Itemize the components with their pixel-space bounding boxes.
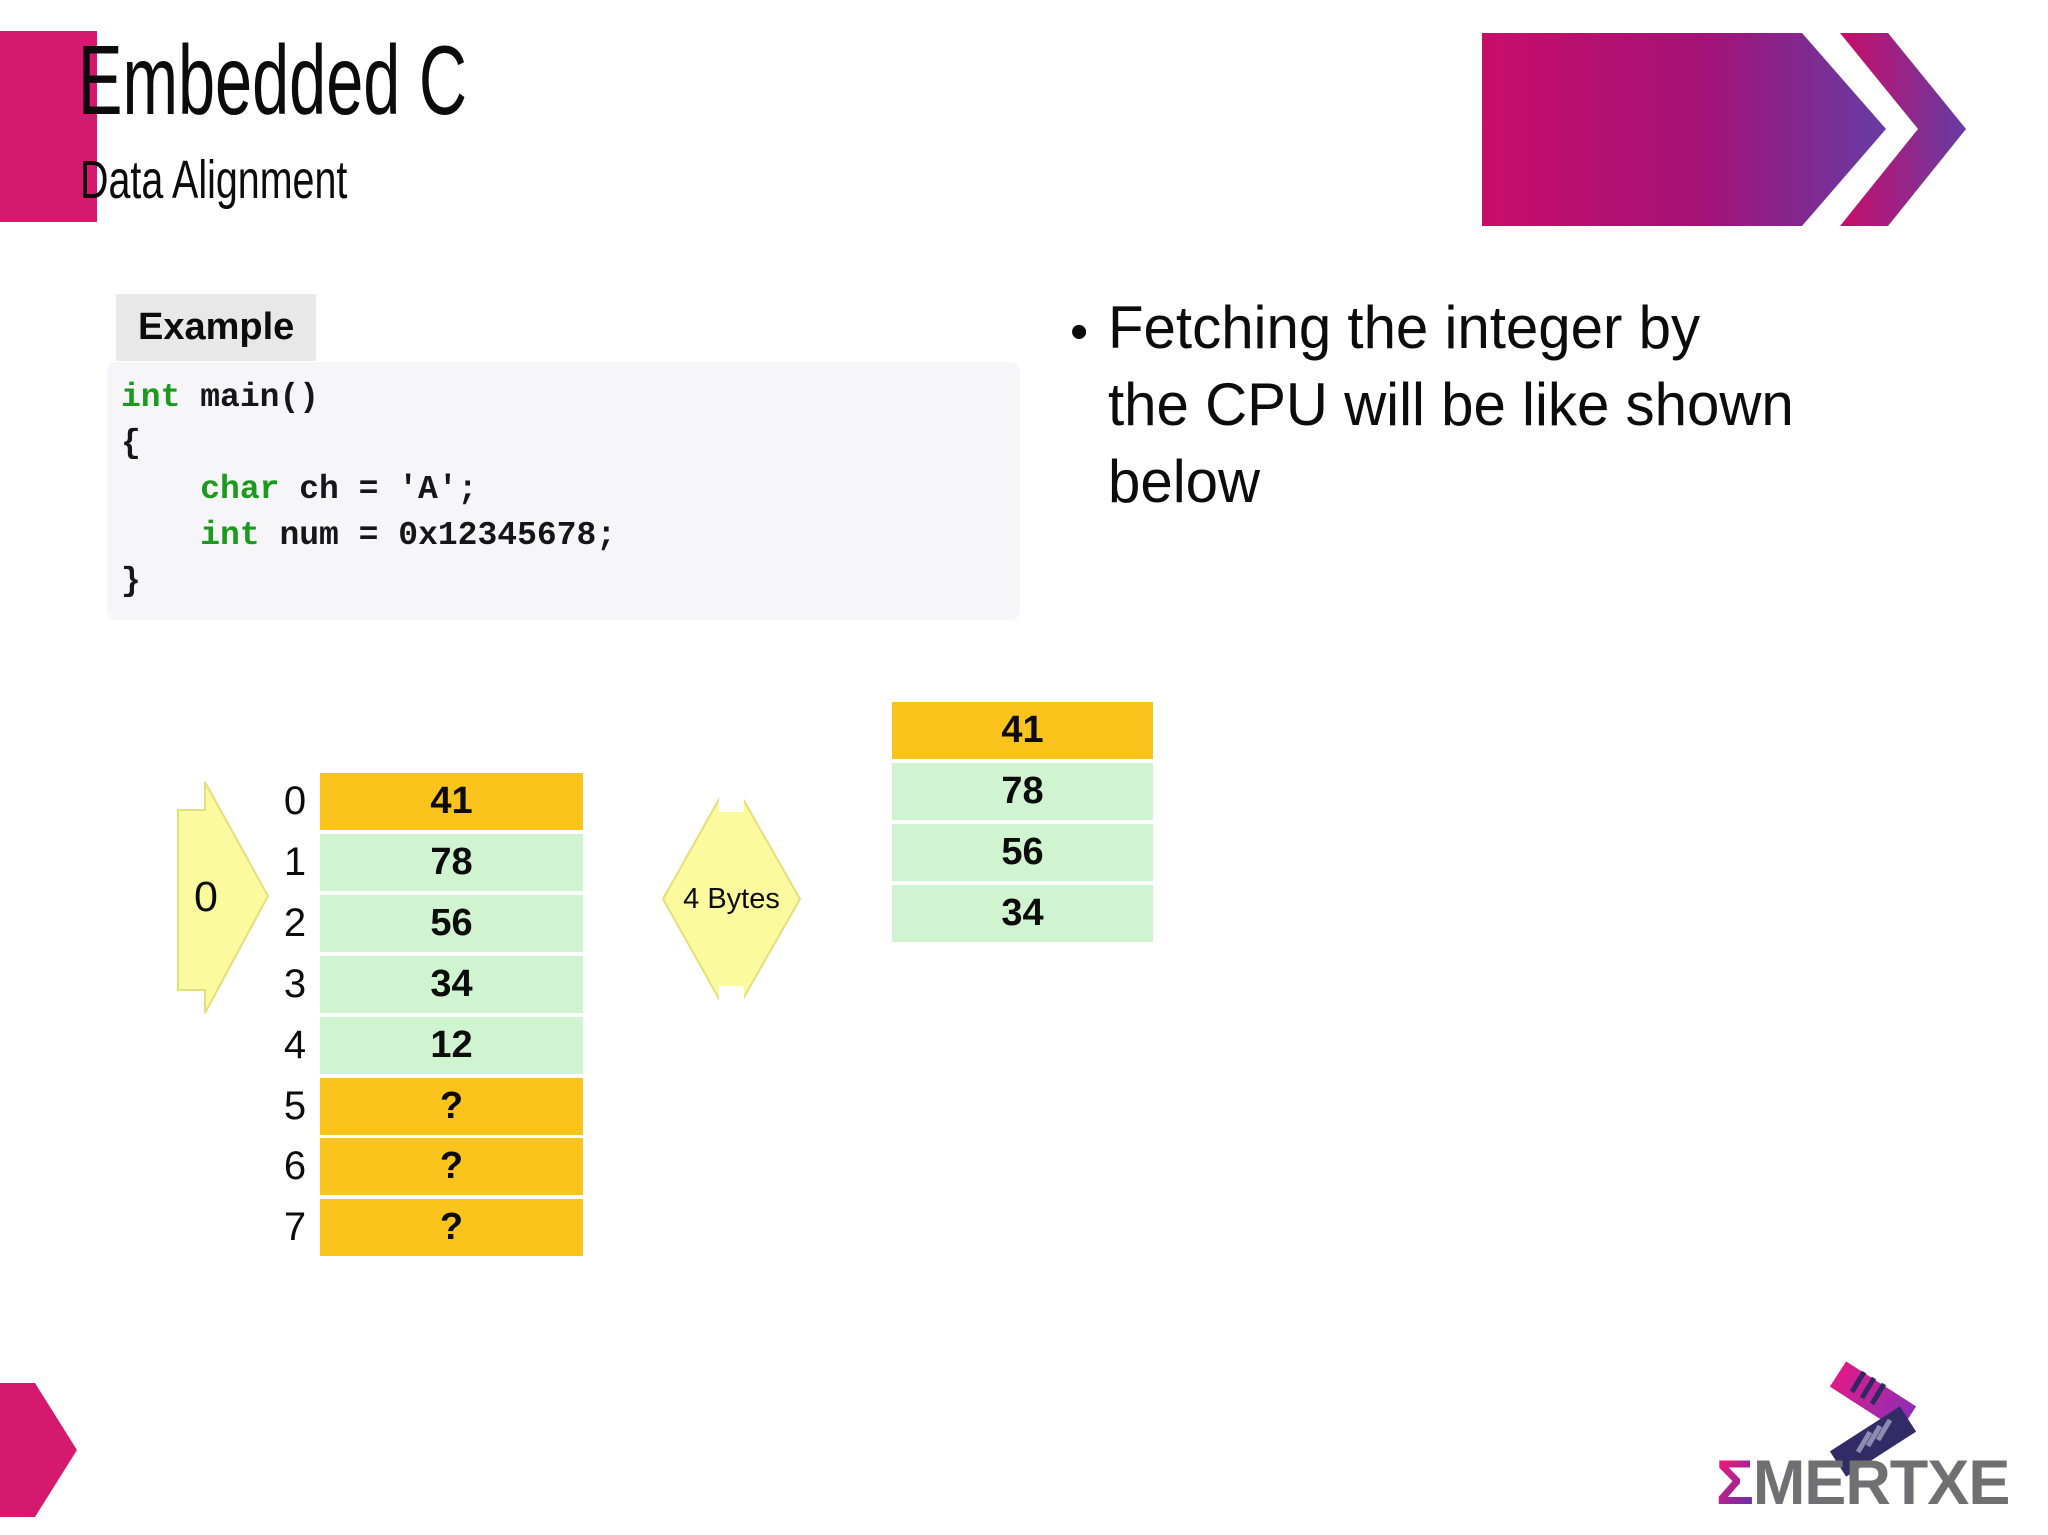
code-line: int main()	[121, 379, 320, 416]
fetched-byte-cell: 56	[892, 824, 1153, 881]
code-line: {	[121, 425, 141, 462]
code-keyword: int	[121, 379, 181, 416]
memory-address: 7	[283, 1205, 307, 1249]
bullet-text: Fetching the integer by the CPU will be …	[1108, 294, 1794, 515]
memory-address: 0	[283, 779, 307, 823]
code-keyword: int	[200, 517, 260, 554]
fetched-byte-cell: 78	[892, 763, 1153, 820]
bullet-marker: •	[1070, 303, 1089, 361]
code-line: int num = 0x12345678;	[200, 517, 617, 554]
page-subtitle: Data Alignment	[80, 150, 348, 210]
code-keyword: char	[200, 471, 280, 508]
code-block: int main() { char ch = 'A'; int num = 0x…	[107, 362, 1020, 620]
four-bytes-arrow-notch-bottom	[719, 986, 744, 1022]
four-bytes-arrow-notch-top	[719, 776, 744, 812]
memory-byte-cell: ?	[320, 1138, 583, 1195]
footer-accent-shape	[0, 1383, 77, 1517]
memory-byte-cell: 34	[320, 956, 583, 1013]
banner-chevron-shape	[1840, 33, 1966, 226]
memory-byte-cell: 78	[320, 834, 583, 891]
memory-address: 3	[283, 962, 307, 1006]
memory-address: 2	[283, 901, 307, 945]
memory-byte-cell: 56	[320, 895, 583, 952]
title-accent-bar	[0, 31, 97, 222]
memory-address: 6	[283, 1144, 307, 1188]
logo-name: MERTXE	[1752, 1448, 2011, 1518]
banner-arrow-shape	[1482, 33, 1886, 226]
example-label: Example	[116, 294, 317, 361]
logo-sigma: Σ	[1716, 1448, 1754, 1518]
memory-byte-cell: 12	[320, 1017, 583, 1074]
code-line: char ch = 'A';	[200, 471, 478, 508]
page-title: Embedded C	[78, 25, 467, 135]
memory-byte-cell: ?	[320, 1199, 583, 1256]
fetched-byte-cell: 41	[892, 702, 1153, 759]
logo-wordmark: ΣMERTXE	[1716, 1448, 2011, 1518]
memory-address: 5	[283, 1084, 307, 1128]
four-bytes-label: 4 Bytes	[683, 883, 780, 915]
memory-address: 4	[283, 1023, 307, 1067]
fetched-byte-cell: 34	[892, 885, 1153, 942]
code-line: }	[121, 563, 141, 600]
memory-byte-cell: 41	[320, 773, 583, 830]
memory-address: 1	[283, 840, 307, 884]
start-pointer-label: 0	[194, 873, 218, 921]
memory-byte-cell: ?	[320, 1078, 583, 1135]
